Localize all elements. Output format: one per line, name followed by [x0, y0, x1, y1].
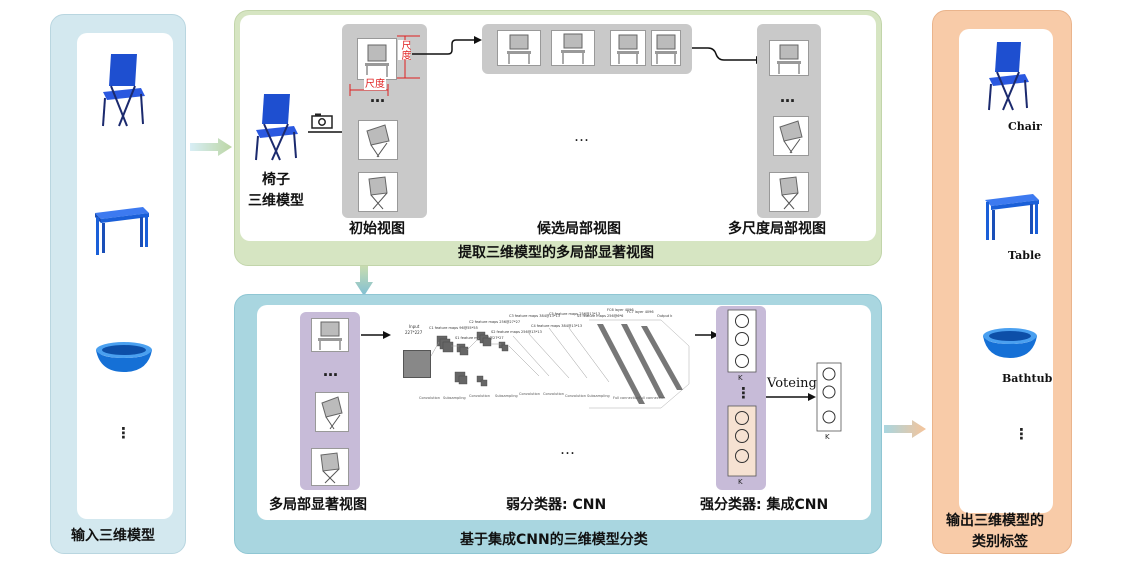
strong-classifier-arrow — [695, 331, 719, 339]
cnn-op-label: Convolution — [519, 392, 540, 396]
input-panel-label: 输入三维模型 — [71, 528, 155, 544]
chair-model-icon — [988, 42, 1029, 111]
class-label-table: Table — [1008, 249, 1042, 262]
input-models-area — [77, 33, 173, 519]
weak-classifier-label: 弱分类器: CNN — [506, 494, 606, 514]
bathtub-model-icon — [96, 342, 152, 372]
cnn-op-label: Subsampling — [495, 394, 518, 398]
output-labels-area — [959, 29, 1053, 513]
output-k-label: K — [738, 478, 743, 486]
initial-view-thumbnail — [358, 172, 398, 212]
cnn-op-label: Full connection — [639, 396, 666, 400]
strong-classifier-ellipsis: ⋮ — [736, 384, 751, 402]
cnn-layer-label: Output k — [657, 314, 673, 318]
salient-view-thumbnail — [311, 318, 349, 352]
output-ellipsis: ⋮ — [1014, 425, 1029, 443]
cnn-layer-label: C3 feature maps 384@13*13 — [509, 314, 561, 318]
salient-views-ellipsis: … — [323, 362, 338, 380]
candidate-view-thumbnail — [497, 30, 541, 66]
cnn-layer-label: FC7 layer 4096 — [627, 310, 654, 314]
class-label-bathtub: Bathtub — [1002, 372, 1053, 385]
output-panel — [932, 10, 1072, 554]
flow-arrow-1 — [190, 138, 232, 156]
flow-arrow-3 — [884, 420, 926, 438]
cnn-architecture-diagram: Input 227*227 C1 feature maps 96@55*55 S… — [399, 306, 691, 414]
final-output-nodes — [816, 362, 842, 432]
candidate-view-thumbnail — [651, 30, 681, 66]
output-k-label: K — [738, 374, 743, 382]
salient-view-thumbnail — [315, 392, 349, 432]
voting-label: Voteing — [767, 376, 817, 391]
cnn-op-label: Convolution — [419, 396, 440, 400]
weak-classifier-text: 弱分类器: CNN — [506, 497, 607, 513]
cnn-op-label: Subsampling — [443, 396, 466, 400]
candidate-views-ellipsis: … — [574, 127, 589, 145]
cnn-layer-label: S2 feature maps 256@13*13 — [491, 330, 542, 334]
initial-views-label: 初始视图 — [349, 221, 405, 237]
multiscale-view-thumbnail — [769, 40, 809, 76]
output-panel-label-line1: 输出三维模型的 — [946, 513, 1044, 529]
candidate-view-thumbnail — [610, 30, 646, 66]
classify-panel-title: 基于集成CNN的三维模型分类 — [460, 532, 648, 548]
cnn-op-label: Convolution — [543, 392, 564, 396]
chair-label-line1: 椅子 — [262, 172, 290, 188]
voting-arrow — [766, 393, 816, 401]
table-model-icon — [95, 207, 149, 255]
initial-view-thumbnail — [358, 120, 398, 160]
output-panel-label-line2: 类别标签 — [972, 534, 1028, 550]
cnn-op-label: Full connection — [613, 396, 640, 400]
input-ellipsis: ⋮ — [116, 424, 131, 442]
salient-view-thumbnail — [311, 448, 349, 486]
salient-views-label: 多局部显著视图 — [269, 497, 367, 513]
cnn-op-label: Convolution — [565, 394, 586, 398]
cnn-layer-label: C2 feature maps 256@27*27 — [469, 320, 521, 324]
candidate-arrow — [412, 36, 482, 55]
chair-model-icon — [102, 54, 145, 127]
final-k-label: K — [825, 433, 830, 441]
cnn-ellipsis: … — [560, 440, 575, 458]
bathtub-model-icon — [983, 328, 1037, 358]
table-model-icon — [985, 194, 1039, 240]
cnn-op-label: Convolution — [469, 394, 490, 398]
chair-label-line2: 三维模型 — [248, 193, 304, 209]
cnn-layer-stack — [430, 319, 690, 409]
multiscale-views-ellipsis: … — [780, 88, 795, 106]
camera-icon — [311, 113, 333, 129]
scale-label-horizontal: 尺度 — [364, 75, 386, 90]
extract-panel-title: 提取三维模型的多局部显著视图 — [458, 245, 654, 261]
candidate-views-label: 候选局部视图 — [537, 221, 621, 237]
cnn-layer-label: C4 feature maps 384@13*13 — [531, 324, 583, 328]
scale-label-vertical: 尺度 — [398, 40, 410, 60]
cnn-op-label: Subsampling — [587, 394, 610, 398]
cnn-layer-label: C5 feature maps 256@13*13 — [549, 312, 601, 316]
multiscale-view-thumbnail — [773, 116, 809, 156]
cnn-input-image — [403, 350, 431, 378]
strong-classifier-label: 强分类器: 集成CNN — [700, 497, 829, 513]
initial-view-thumbnail — [357, 38, 397, 80]
multiscale-view-thumbnail — [769, 172, 809, 212]
output-node-stack — [727, 309, 757, 477]
cnn-layer-label: C1 feature maps 96@55*55 — [429, 326, 478, 330]
cnn-input-label: Input — [409, 324, 420, 329]
cnn-input-arrow — [361, 331, 391, 339]
cnn-layer-label: FC6 layer 4096 — [607, 308, 634, 312]
cnn-layer-label: S5 feature maps 256@6*6 — [577, 314, 624, 318]
class-label-chair: Chair — [1008, 120, 1042, 133]
cnn-input-size: 227*227 — [405, 330, 423, 335]
flow-arrow-2 — [355, 266, 373, 296]
multiscale-arrow — [692, 47, 764, 64]
initial-views-ellipsis: … — [370, 88, 385, 106]
candidate-view-thumbnail — [551, 30, 595, 66]
multiscale-views-label: 多尺度局部视图 — [728, 221, 826, 237]
chair-model-icon — [255, 94, 298, 161]
